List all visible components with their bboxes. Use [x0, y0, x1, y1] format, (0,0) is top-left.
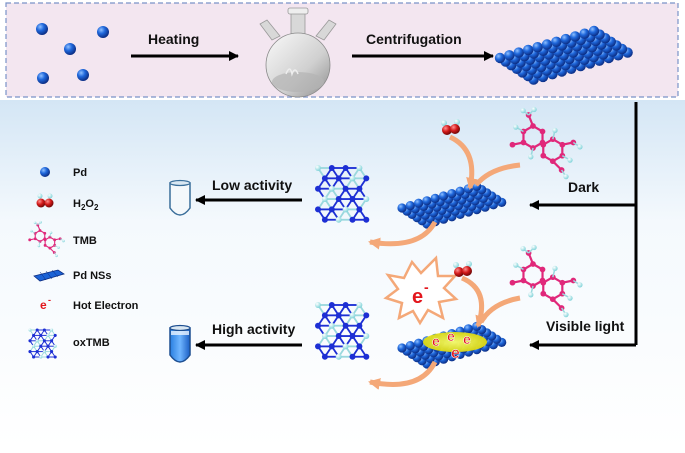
vial-clear-icon [170, 181, 190, 216]
electron-3: e [463, 331, 471, 347]
svg-text:-: - [48, 295, 51, 305]
legend-tmb-label: TMB [73, 235, 97, 247]
electron-2: e [447, 328, 455, 344]
legend-pd-label: Pd [73, 167, 87, 179]
visible-light-label: Visible light [546, 318, 625, 334]
dark-label: Dark [568, 179, 599, 195]
burst-electron-charge: - [424, 279, 429, 295]
pd-atom-icon [40, 167, 50, 177]
svg-text:e: e [40, 298, 47, 312]
high-activity-label: High activity [212, 321, 295, 337]
electron-1: e [432, 333, 440, 349]
legend-hot-electron-label: Hot Electron [73, 300, 139, 312]
centrifugation-label: Centrifugation [366, 31, 462, 47]
electron-4: e [451, 345, 460, 362]
legend-oxtmb-label: oxTMB [73, 337, 110, 349]
low-activity-label: Low activity [212, 177, 292, 193]
vial-blue-icon [170, 326, 190, 363]
legend-pdnss-label: Pd NSs [73, 270, 112, 282]
heating-label: Heating [148, 31, 199, 47]
burst-electron-symbol: e [412, 286, 423, 308]
